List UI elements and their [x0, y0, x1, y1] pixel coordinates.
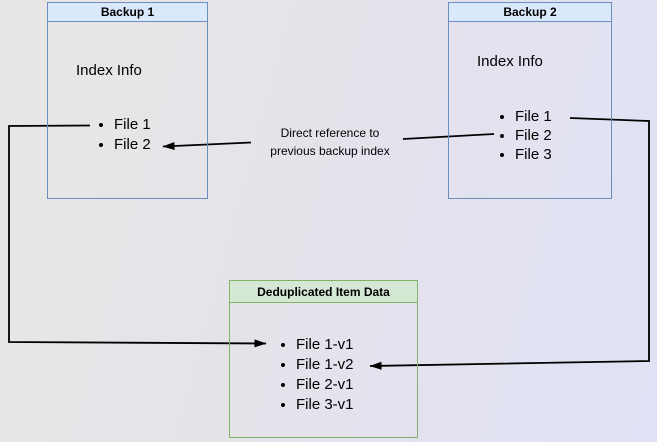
list-item: File 3	[515, 145, 552, 164]
backup2-subtitle: Index Info	[477, 53, 543, 70]
list-item: File 2	[114, 135, 151, 155]
list-item: File 1-v2	[296, 355, 354, 375]
list-item: File 3-v1	[296, 395, 354, 415]
backup2-file-list: File 1 File 2 File 3	[499, 107, 552, 164]
dedup-file-list: File 1-v1 File 1-v2 File 2-v1 File 3-v1	[280, 335, 354, 415]
list-item: File 1-v1	[296, 335, 354, 355]
list-item: File 2	[515, 126, 552, 145]
dedup-box: Deduplicated Item Data File 1-v1 File 1-…	[229, 280, 418, 438]
backup2-title: Backup 2	[449, 3, 611, 22]
dedup-title: Deduplicated Item Data	[230, 281, 417, 303]
backup2-box: Backup 2 Index Info File 1 File 2 File 3	[448, 2, 612, 199]
backup1-title: Backup 1	[48, 3, 207, 22]
list-item: File 1	[515, 107, 552, 126]
edge-label-line1: Direct reference to	[280, 126, 380, 140]
backup1-file-list: File 1 File 2	[98, 115, 151, 155]
list-item: File 1	[114, 115, 151, 135]
edge-label-line2: previous backup index	[270, 144, 390, 158]
edge-label: Direct reference to previous backup inde…	[230, 124, 430, 160]
backup1-box: Backup 1 Index Info File 1 File 2	[47, 2, 208, 199]
backup1-subtitle: Index Info	[76, 62, 142, 79]
list-item: File 2-v1	[296, 375, 354, 395]
